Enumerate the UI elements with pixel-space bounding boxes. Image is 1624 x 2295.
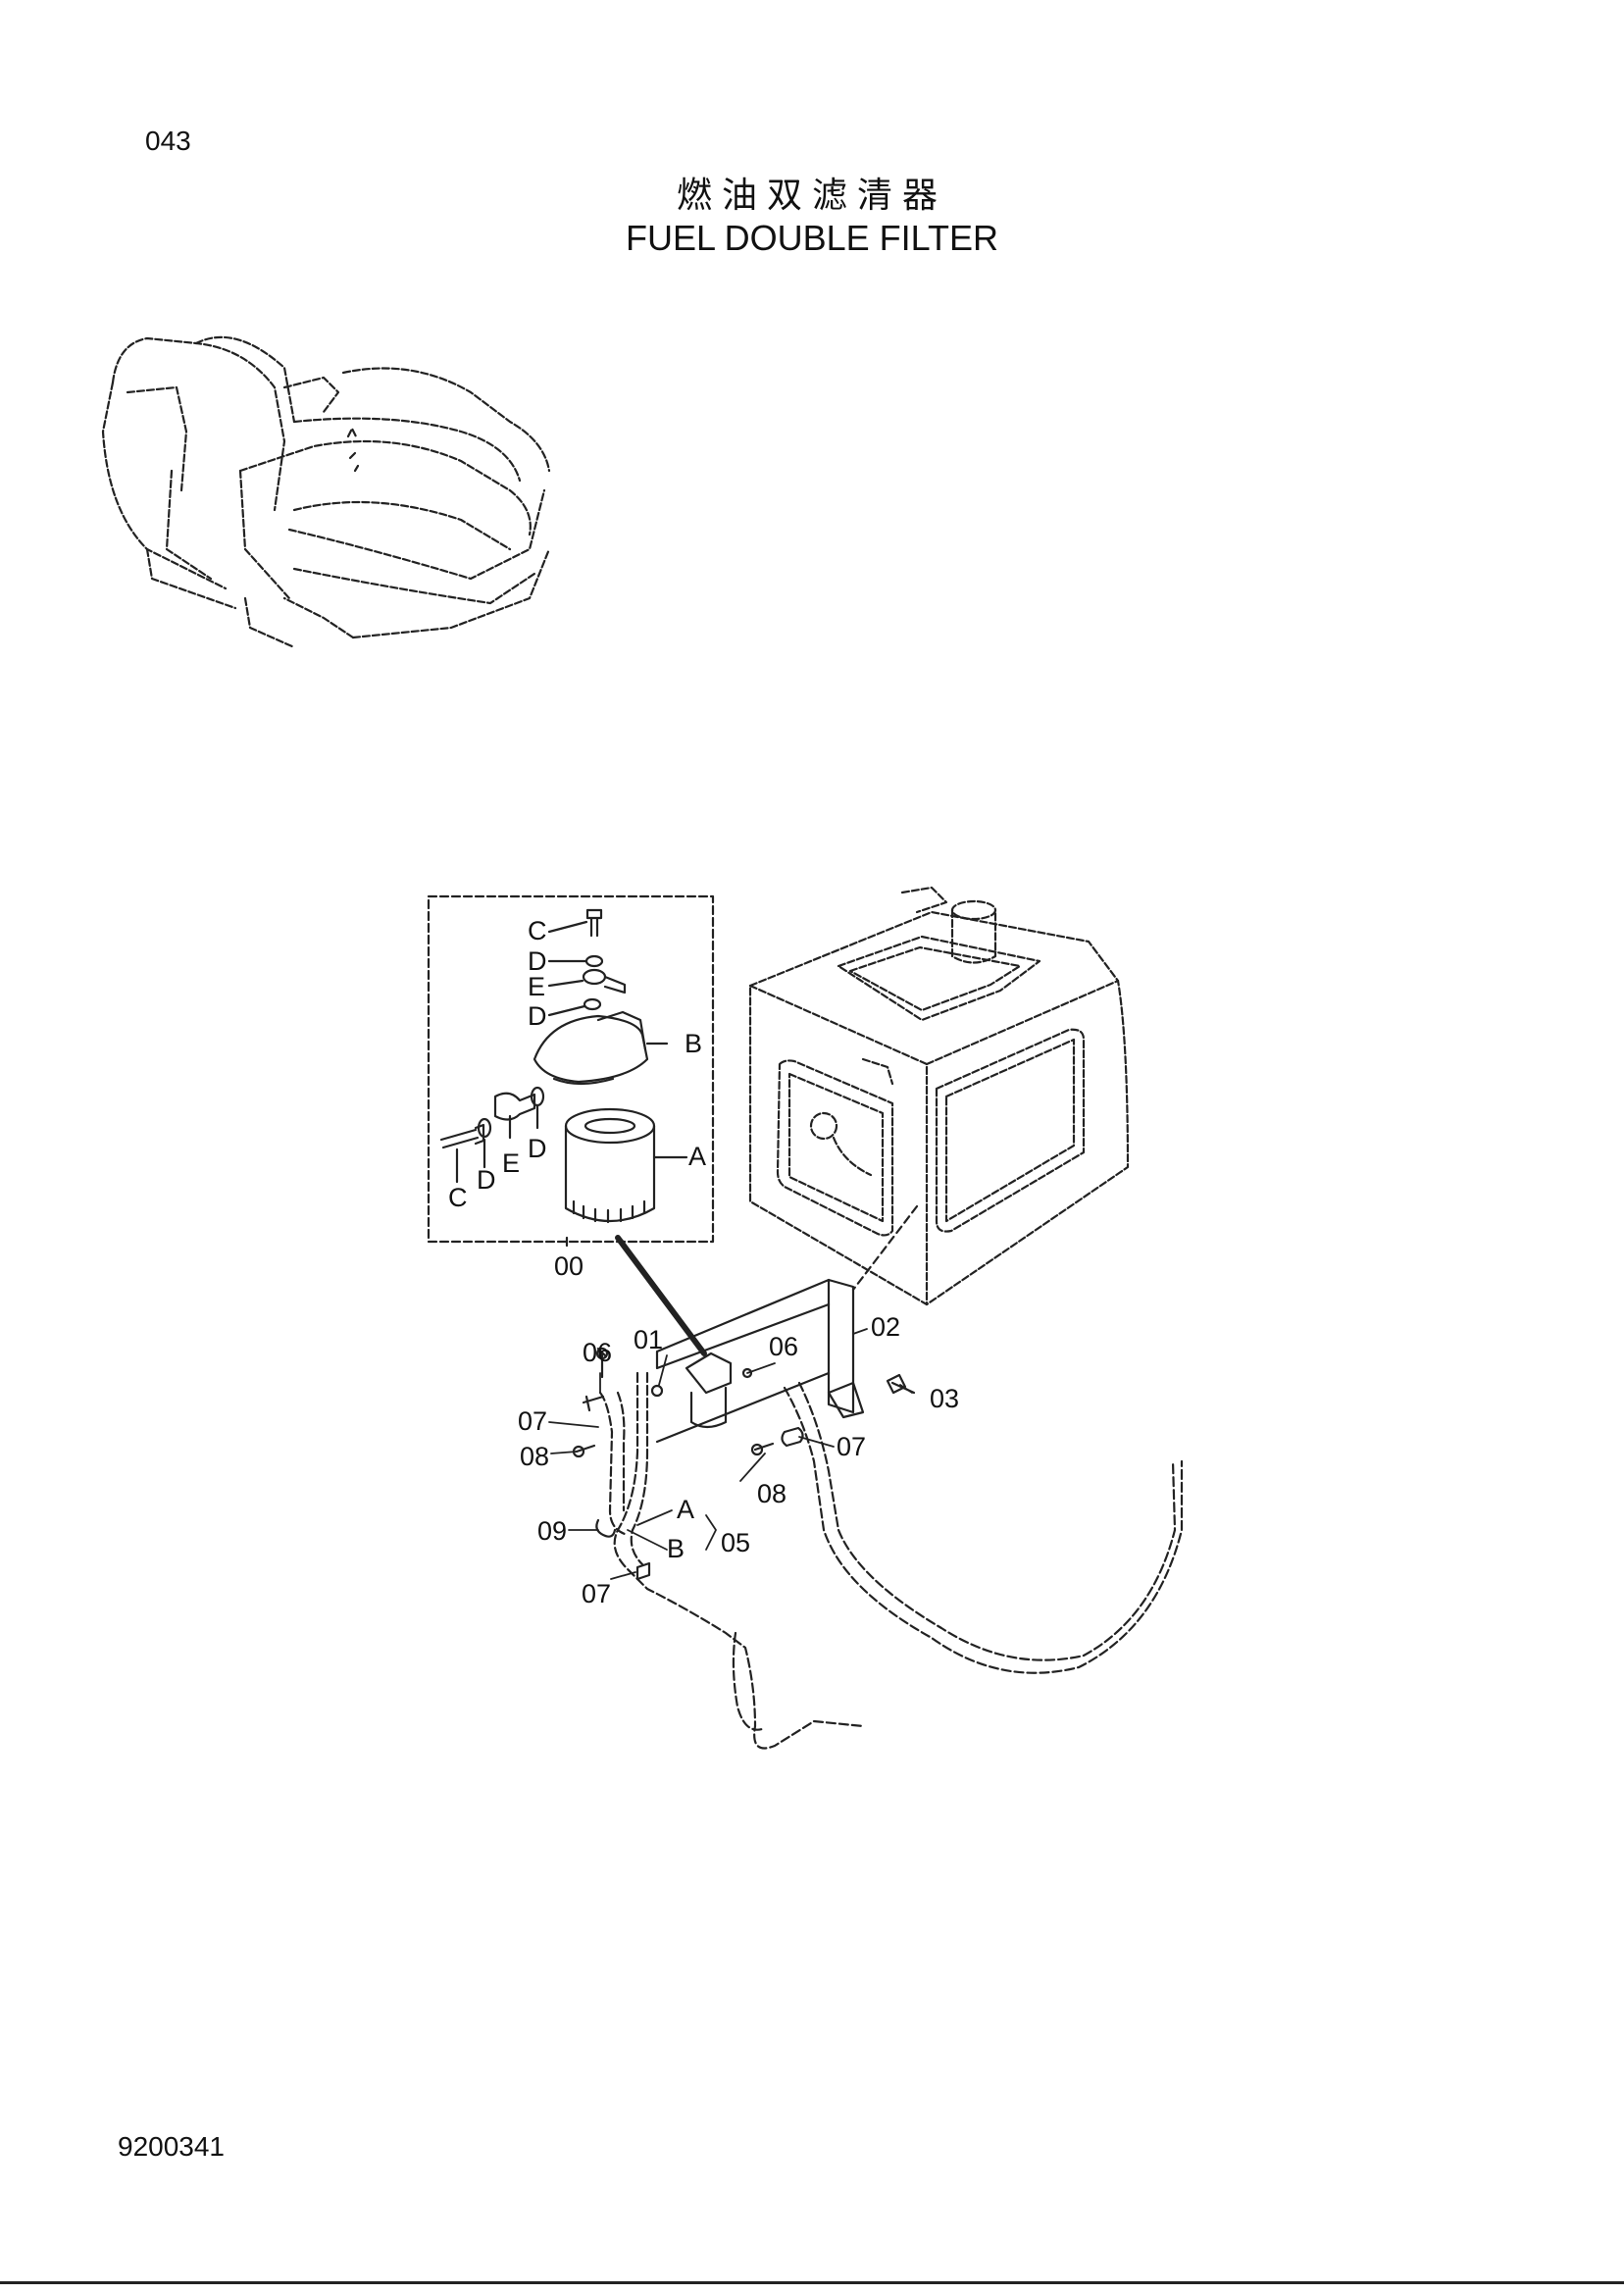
filter-detail-box: [427, 894, 715, 1248]
page-number: 043: [145, 126, 191, 156]
label-part-07-right: 07: [837, 1432, 866, 1461]
label-part-06-right: 06: [769, 1332, 798, 1361]
label-part-08-left: 08: [520, 1442, 549, 1471]
installed-filter: [650, 1352, 753, 1429]
label-part-08-right: 08: [757, 1479, 787, 1508]
callout-leaders: [548, 1328, 913, 1580]
label-d-low: D: [477, 1165, 496, 1195]
label-a-filter: A: [688, 1142, 706, 1171]
title-english: FUEL DOUBLE FILTER: [625, 218, 999, 258]
label-part-09: 09: [537, 1516, 567, 1546]
label-d-top: D: [528, 946, 547, 976]
label-e-low: E: [502, 1148, 520, 1178]
label-part-01: 01: [634, 1325, 663, 1354]
fuel-hoses: [598, 1371, 1184, 1750]
label-e-top: E: [528, 972, 545, 1001]
excavator-overview-sketch: [101, 335, 551, 649]
fuel-tank: [748, 886, 1130, 1306]
label-b-head: B: [685, 1029, 702, 1058]
bottom-rule: [0, 2281, 1624, 2284]
label-part-02: 02: [871, 1312, 900, 1342]
label-part-05: 05: [721, 1528, 750, 1557]
label-c-low: C: [448, 1183, 468, 1212]
title-chinese: 燃油双滤清器: [676, 176, 947, 216]
label-part-06-left: 06: [583, 1338, 612, 1367]
drawing-code: 9200341: [118, 2131, 226, 2162]
label-c-top: C: [528, 916, 547, 945]
label-hose-b: B: [667, 1534, 685, 1563]
label-part-07-upper: 07: [518, 1406, 547, 1436]
label-part-07-lower: 07: [582, 1579, 611, 1608]
label-assembly-00: 00: [554, 1251, 584, 1281]
label-d-low2: D: [528, 1134, 547, 1163]
label-d-mid: D: [528, 1001, 547, 1031]
label-hose-a: A: [677, 1495, 694, 1524]
label-part-03: 03: [930, 1384, 959, 1413]
